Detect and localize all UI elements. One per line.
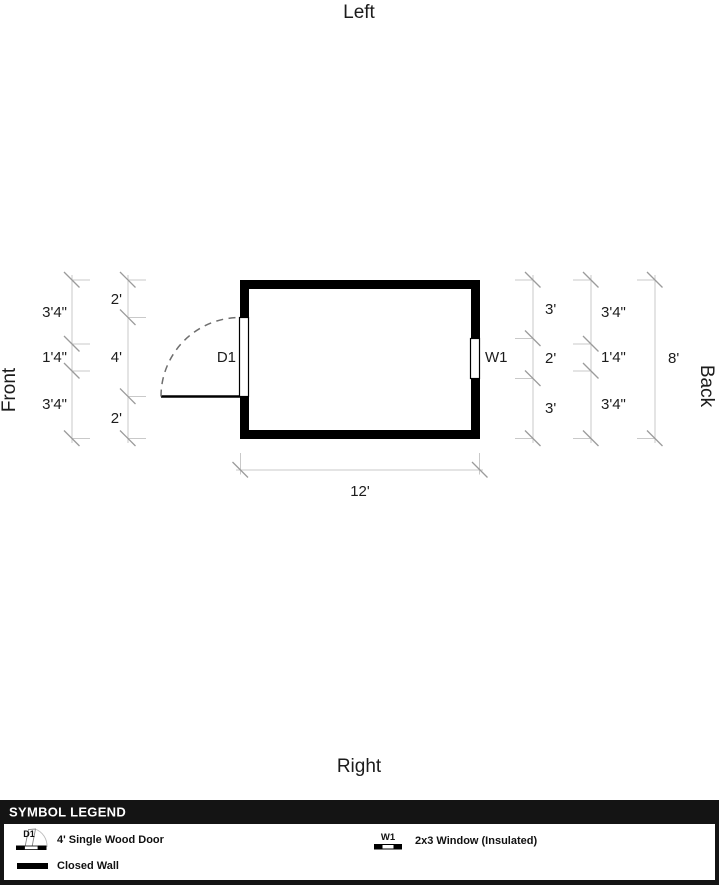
dim-ticks (232, 461, 488, 478)
dim-value: 1'4" (601, 349, 626, 366)
dimension-right-middle: 3'4" 1'4" 3'4" (573, 271, 626, 447)
dim-value: 3'4" (42, 304, 67, 321)
door-swing-arc (160, 316, 241, 397)
floor-interior (249, 289, 471, 430)
door-d1: D1 (160, 316, 250, 398)
door-symbol-wall-left (16, 845, 25, 850)
dim-value: 3'4" (601, 396, 626, 413)
door-opening (238, 316, 250, 398)
window-symbol-pane (381, 844, 395, 850)
dim-stubs (240, 453, 480, 475)
dim-stubs (573, 279, 591, 439)
building-outline (240, 280, 480, 439)
dimension-bottom-total: 12' (232, 453, 488, 500)
door-symbol-frame (24, 845, 39, 850)
symbol-legend-title: SYMBOL LEGEND (9, 804, 127, 820)
dim-ticks (119, 271, 136, 447)
dim-value: 3' (545, 400, 556, 417)
dim-stubs (128, 279, 146, 439)
window-symbol-code: W1 (381, 832, 396, 843)
dim-ticks (646, 271, 663, 447)
door-symbol-arc (34, 828, 48, 848)
dim-ticks (63, 271, 80, 447)
orientation-label-right-side: Right (336, 756, 382, 777)
dimension-right-total: 8' (637, 271, 679, 447)
dim-stubs (637, 279, 655, 439)
legend-closed-wall-label: Closed Wall (57, 860, 119, 872)
dim-value: 3'4" (42, 396, 67, 413)
orientation-label-left-side: Left (343, 2, 375, 23)
dim-ticks (524, 271, 541, 447)
floorplan-drawing: D1 W1 3'4" 1'4" 3'4" 2' 4' 2' (42, 271, 679, 500)
door-symbol-wall-right (38, 845, 47, 850)
dim-value: 2' (111, 291, 122, 308)
symbol-legend-body: D1 4' Single Wood Door W1 2x3 Window (In… (4, 824, 715, 880)
closed-wall-bar (17, 863, 48, 869)
dimension-left-outer: 3'4" 1'4" 3'4" (42, 271, 90, 447)
window-w1: W1 (469, 337, 508, 380)
dim-value: 1'4" (42, 349, 67, 366)
dim-value: 3' (545, 301, 556, 318)
dimension-left-inner: 2' 4' 2' (111, 271, 146, 447)
dim-ticks (582, 271, 599, 447)
symbol-legend-header: SYMBOL LEGEND (0, 800, 719, 824)
door-symbol-code: D1 (23, 829, 35, 839)
legend-door-label: 4' Single Wood Door (57, 834, 164, 846)
door-label: D1 (217, 349, 236, 366)
dimension-right-inner: 3' 2' 3' (515, 271, 556, 447)
window-label: W1 (485, 349, 508, 366)
window-symbol: W1 (374, 832, 402, 850)
dim-value: 8' (668, 350, 679, 367)
legend-window-label: 2x3 Window (Insulated) (415, 835, 538, 847)
window-symbol-wall-left (374, 844, 382, 850)
dim-value: 12' (350, 483, 370, 500)
dim-value: 2' (545, 350, 556, 367)
closed-wall-symbol (17, 863, 48, 869)
symbol-legend: SYMBOL LEGEND D1 4' Single Wood Door W1 … (0, 800, 719, 885)
dim-value: 4' (111, 349, 122, 366)
dim-stubs (72, 279, 90, 439)
window-opening (469, 337, 481, 380)
window-symbol-wall-right (394, 844, 402, 850)
dim-value: 2' (111, 410, 122, 427)
dim-value: 3'4" (601, 304, 626, 321)
dim-stubs (515, 279, 533, 439)
door-symbol: D1 (16, 828, 48, 850)
